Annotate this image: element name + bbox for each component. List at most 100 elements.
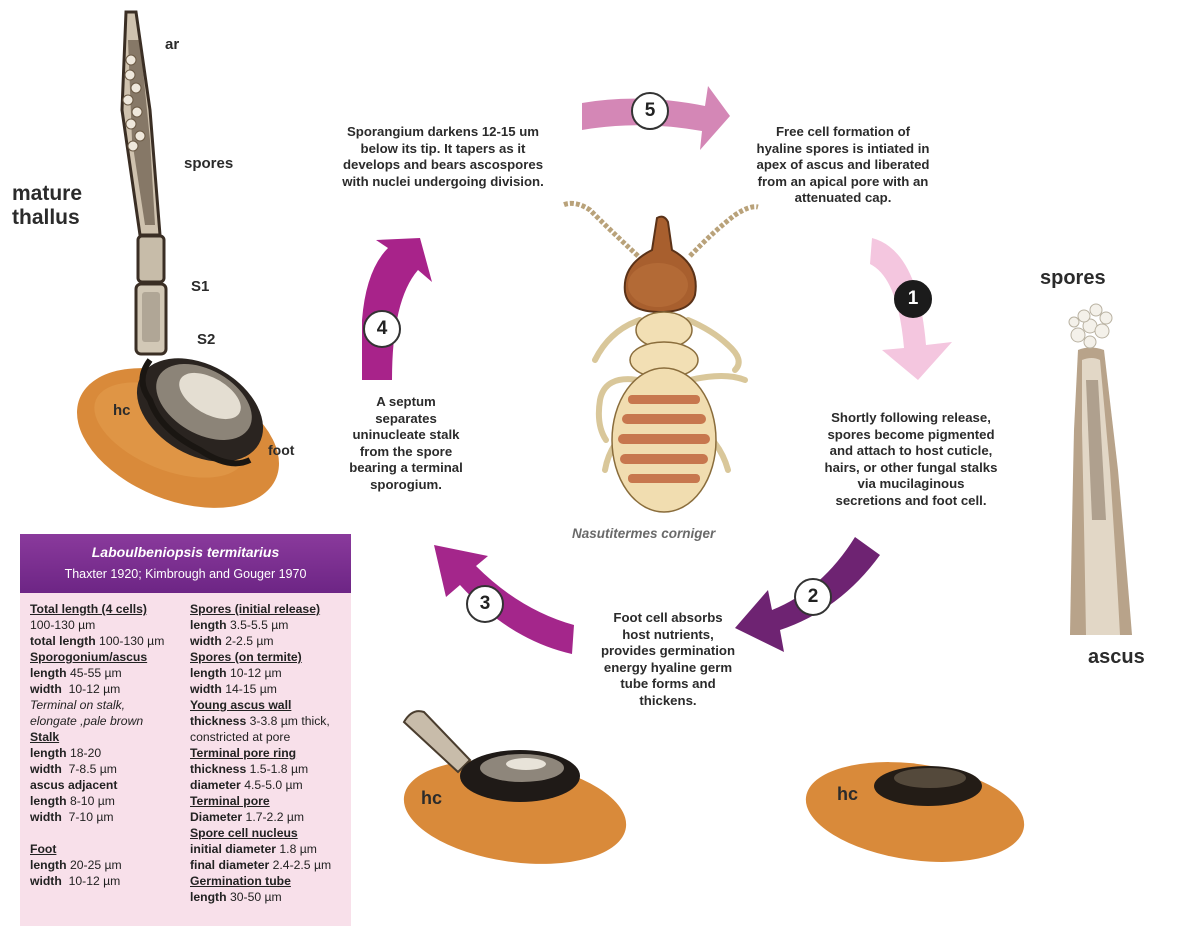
info-row: width 7-8.5 µm (30, 761, 164, 777)
info-row: length 8-10 µm (30, 793, 164, 809)
info-row-label: constricted at pore (190, 730, 290, 744)
info-row: Terminal on stalk, (30, 697, 164, 713)
info-row: total length 100-130 µm (30, 633, 164, 649)
info-row-label: Total length (4 cells) (30, 602, 147, 616)
info-row-label: width (30, 810, 62, 824)
info-row-label: thickness (190, 762, 246, 776)
info-row: width 10-12 µm (30, 873, 164, 889)
info-row: elongate ,pale brown (30, 713, 164, 729)
info-row-value: 8-10 µm (67, 794, 115, 808)
info-row: constricted at pore (190, 729, 331, 745)
info-row-value: 4.5-5.0 µm (241, 778, 303, 792)
info-row-value: 10-12 µm (62, 874, 121, 888)
info-row: initial diameter 1.8 µm (190, 841, 331, 857)
info-row: length 18-20 (30, 745, 164, 761)
info-row: width 7-10 µm (30, 809, 164, 825)
info-row-label: length (30, 794, 67, 808)
info-header: Laboulbeniopsis termitarius Thaxter 1920… (20, 534, 351, 593)
info-row-label: length (30, 746, 67, 760)
info-row: width 14-15 µm (190, 681, 331, 697)
info-row: length 20-25 µm (30, 857, 164, 873)
info-row-value: 7-8.5 µm (62, 762, 117, 776)
info-row-label: Spores (on termite) (190, 650, 302, 664)
info-row: Terminal pore (190, 793, 331, 809)
info-row-label: Young ascus wall (190, 698, 291, 712)
info-row-label: length (190, 618, 227, 632)
species-info-box: Laboulbeniopsis termitarius Thaxter 1920… (20, 534, 351, 926)
info-row-label: Stalk (30, 730, 59, 744)
info-row-value: 45-55 µm (67, 666, 122, 680)
info-row-value: 1.7-2.2 µm (242, 810, 304, 824)
info-row (30, 825, 164, 841)
info-row: Sporogonium/ascus (30, 649, 164, 665)
info-row-label: Terminal on stalk, (30, 698, 125, 712)
info-row-label: thickness (190, 714, 246, 728)
info-row-label: Spore cell nucleus (190, 826, 298, 840)
info-row-label: width (30, 682, 62, 696)
info-row-label: Terminal pore (190, 794, 270, 808)
info-row-value: 18-20 (67, 746, 102, 760)
info-row: Spores (on termite) (190, 649, 331, 665)
info-row: Stalk (30, 729, 164, 745)
info-row: width 10-12 µm (30, 681, 164, 697)
info-row: ascus adjacent (30, 777, 164, 793)
info-row-value: 14-15 µm (222, 682, 277, 696)
info-row-value: 2-2.5 µm (222, 634, 274, 648)
info-row-label: width (190, 682, 222, 696)
info-title: Laboulbeniopsis termitarius (20, 544, 351, 560)
info-row-label: total length (30, 634, 96, 648)
info-row-value: 3.5-5.5 µm (227, 618, 289, 632)
info-row: 100-130 µm (30, 617, 164, 633)
info-row: Germination tube (190, 873, 331, 889)
info-row-value: 10-12 µm (227, 666, 282, 680)
info-row-value: 30-50 µm (227, 890, 282, 904)
info-row-label: length (30, 858, 67, 872)
info-row-value: 1.5-1.8 µm (246, 762, 308, 776)
hc-label-right: hc (837, 784, 858, 805)
info-row: length 3.5-5.5 µm (190, 617, 331, 633)
info-row-label: Sporogonium/ascus (30, 650, 147, 664)
info-subtitle: Thaxter 1920; Kimbrough and Gouger 1970 (20, 567, 351, 581)
info-row: Diameter 1.7-2.2 µm (190, 809, 331, 825)
info-row: length 30-50 µm (190, 889, 331, 905)
info-row-label: initial diameter (190, 842, 276, 856)
info-row-label: elongate ,pale brown (30, 714, 143, 728)
info-row-label: ascus adjacent (30, 778, 117, 792)
info-row: width 2-2.5 µm (190, 633, 331, 649)
info-row-value: 2.4-2.5 µm (269, 858, 331, 872)
info-row: thickness 1.5-1.8 µm (190, 761, 331, 777)
info-row-label: final diameter (190, 858, 269, 872)
info-row: Spores (initial release) (190, 601, 331, 617)
info-row: Young ascus wall (190, 697, 331, 713)
info-row-label: width (30, 762, 62, 776)
info-row-value: 20-25 µm (67, 858, 122, 872)
info-row-value: 1.8 µm (276, 842, 317, 856)
info-row-label: Diameter (190, 810, 242, 824)
info-column-right: Spores (initial release)length 3.5-5.5 µ… (190, 601, 331, 905)
info-row-value: 3-3.8 µm thick, (246, 714, 330, 728)
info-row: final diameter 2.4-2.5 µm (190, 857, 331, 873)
info-row-label: width (190, 634, 222, 648)
info-row: Terminal pore ring (190, 745, 331, 761)
info-row-value: 100-130 µm (96, 634, 165, 648)
info-row-label: Spores (initial release) (190, 602, 320, 616)
info-row-label: width (30, 874, 62, 888)
info-row-label: length (30, 666, 67, 680)
info-row: length 10-12 µm (190, 665, 331, 681)
info-row-label: 100-130 µm (30, 618, 95, 632)
info-row: thickness 3-3.8 µm thick, (190, 713, 331, 729)
info-row-label: Foot (30, 842, 56, 856)
info-row: length 45-55 µm (30, 665, 164, 681)
info-row-label: length (190, 666, 227, 680)
info-row: Foot (30, 841, 164, 857)
info-row: Total length (4 cells) (30, 601, 164, 617)
info-row-label: length (190, 890, 227, 904)
info-row-label: diameter (190, 778, 241, 792)
info-row-value: 7-10 µm (62, 810, 114, 824)
info-row-label: Terminal pore ring (190, 746, 296, 760)
info-row: Spore cell nucleus (190, 825, 331, 841)
hc-label-middle: hc (421, 788, 442, 809)
info-row: diameter 4.5-5.0 µm (190, 777, 331, 793)
info-row-label: Germination tube (190, 874, 291, 888)
